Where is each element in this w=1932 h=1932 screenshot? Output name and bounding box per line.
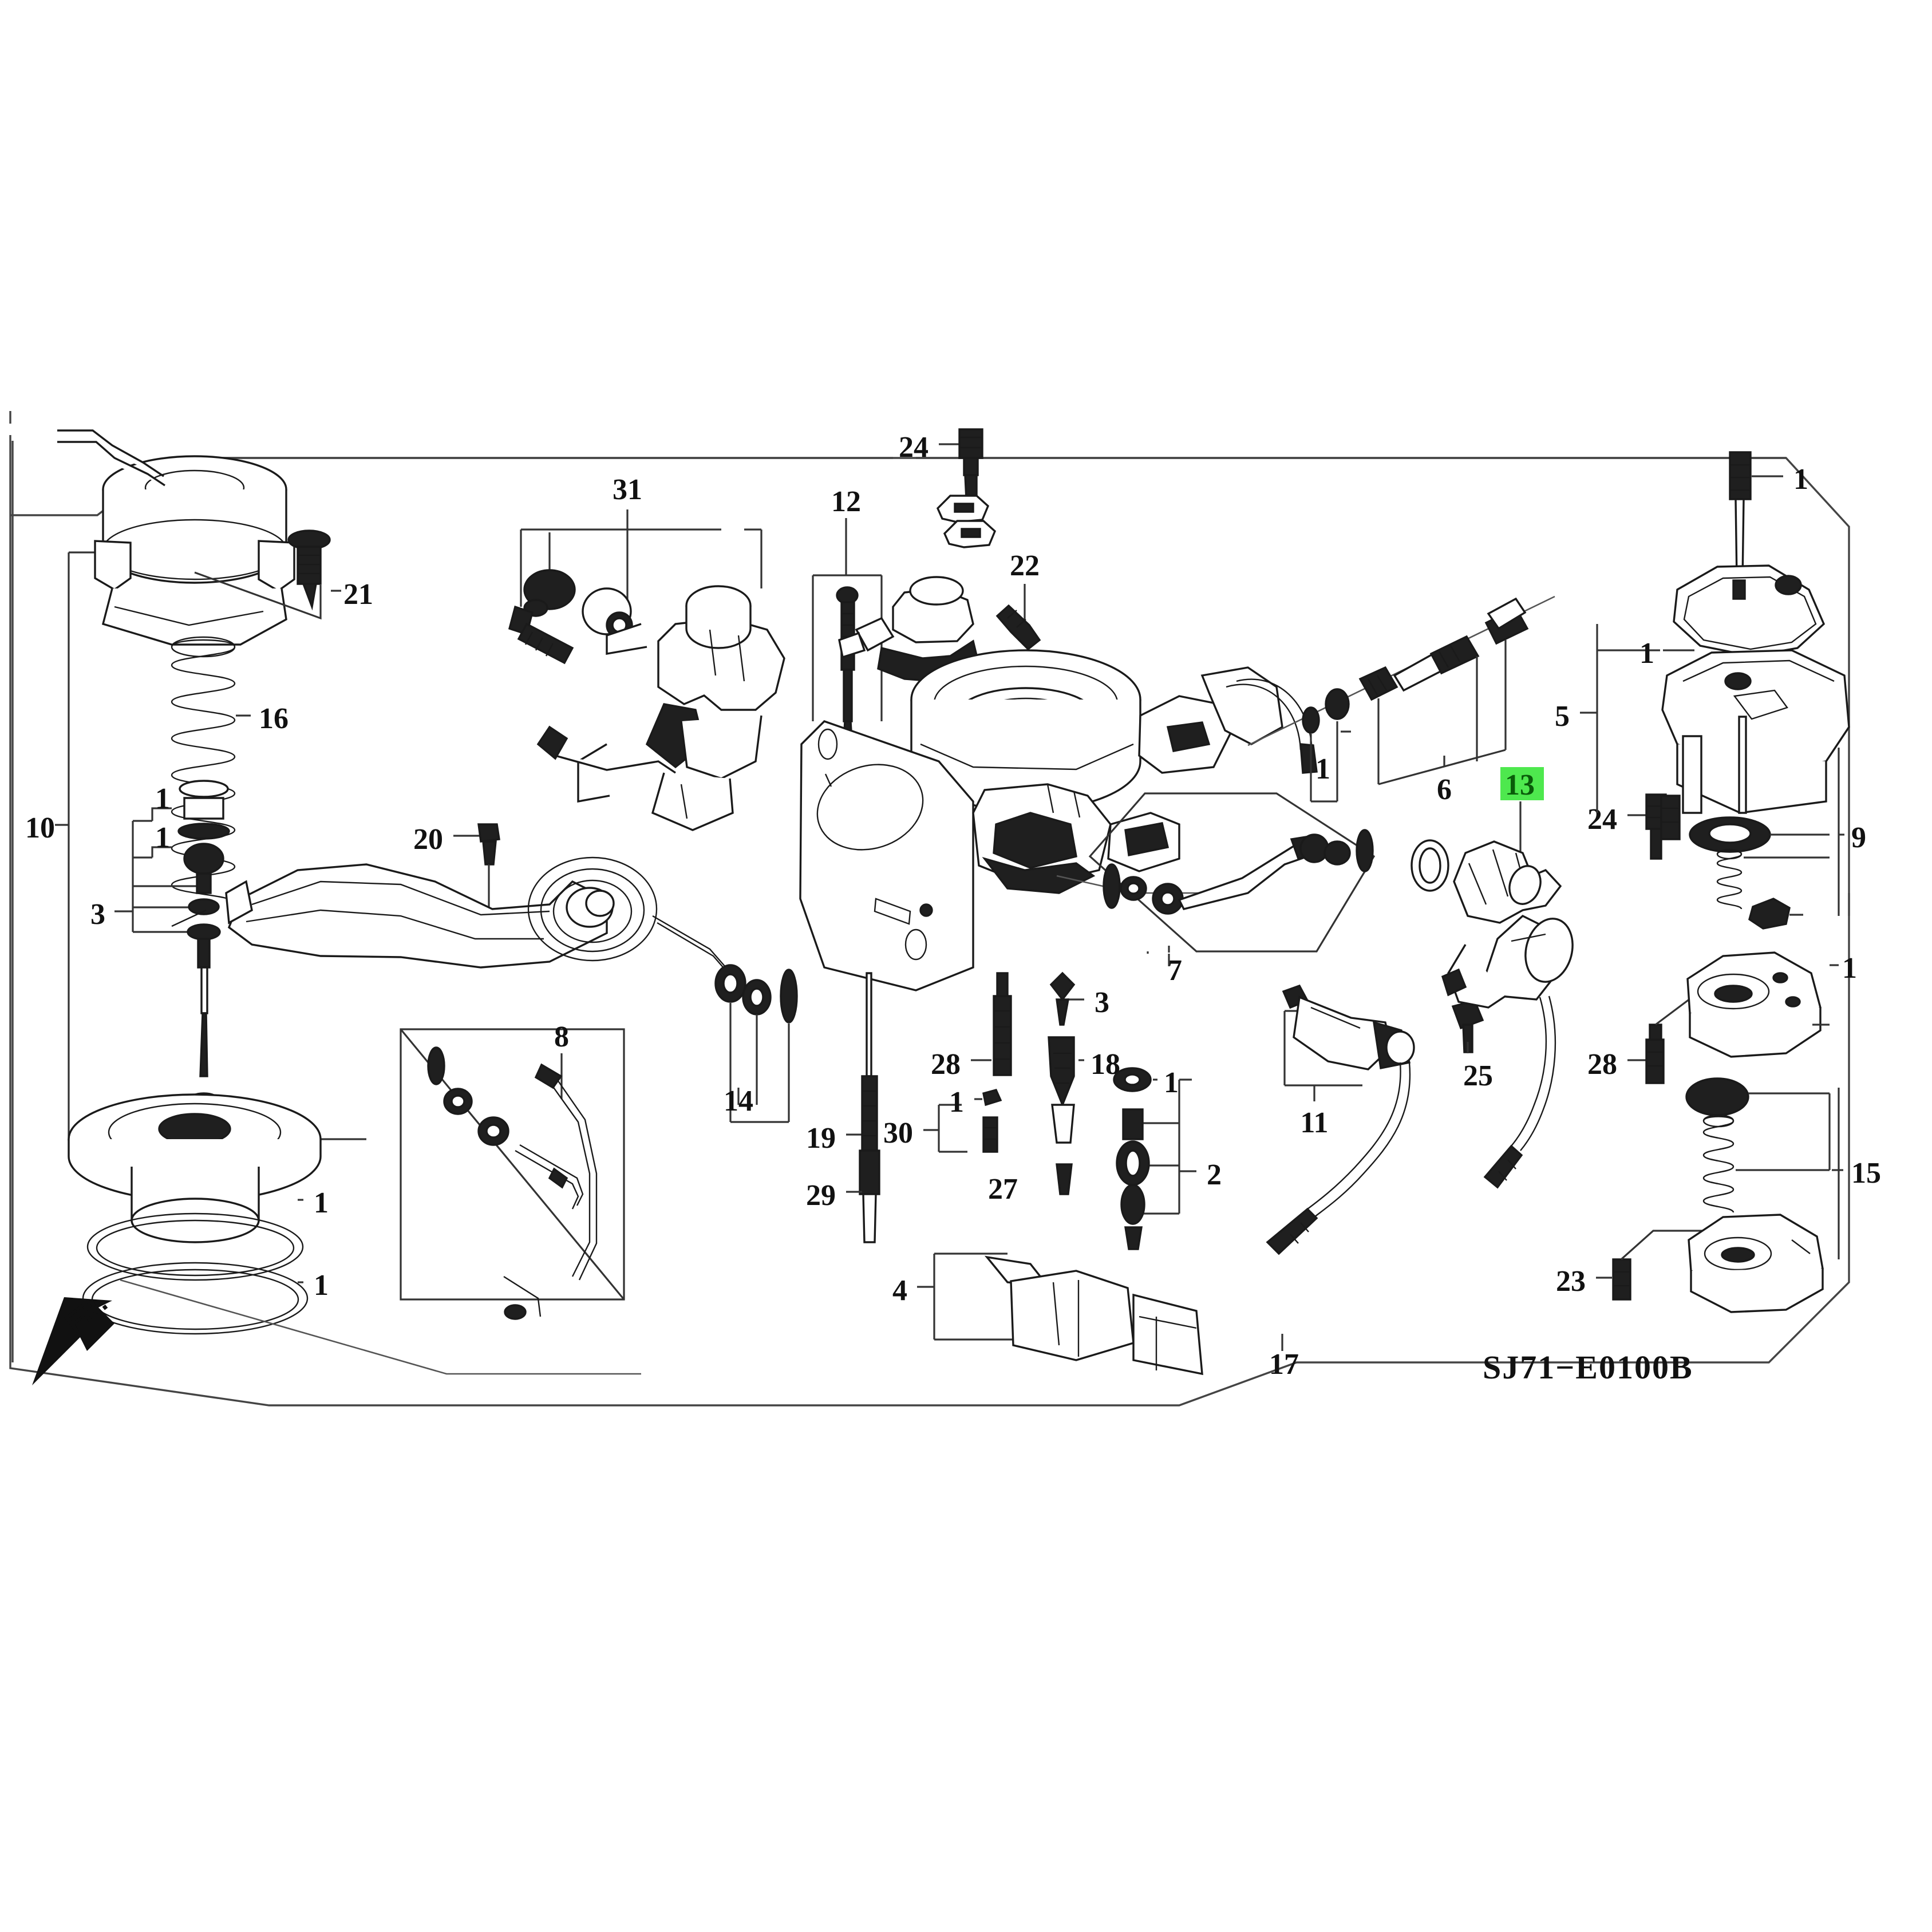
group-jets-center: 28 3 18 27 19 29 30 1 [806, 971, 1120, 1243]
group-choke-link-7: 7 [1088, 792, 1376, 987]
callout-28-center: 28 [931, 1048, 961, 1081]
callout-12: 12 [831, 485, 861, 518]
group-choke-body: 31 [508, 473, 785, 831]
callout-19: 19 [806, 1122, 836, 1155]
diagram-code-label: SJ71−E0100B [1483, 1349, 1693, 1386]
callout-8: 8 [554, 1021, 569, 1053]
callout-31: 31 [613, 473, 642, 506]
part-tapping-screw-21 [287, 530, 331, 611]
group-assembly-17: 17 [1269, 1334, 1299, 1381]
callout-1-b: 1 [155, 821, 170, 854]
diagram-frame [9, 411, 1850, 1406]
callout-15: 15 [1851, 1157, 1881, 1190]
group-air-cut-valve-13[interactable]: 13 [1411, 767, 1579, 1189]
callout-10: 10 [25, 812, 55, 844]
callout-9: 9 [1851, 821, 1866, 854]
callout-29: 29 [806, 1179, 836, 1212]
group-bolt-24-top: 24 [899, 428, 997, 548]
callout-30: 30 [883, 1117, 913, 1149]
part-choke-body-assembly [536, 585, 785, 831]
callout-27: 27 [988, 1173, 1018, 1206]
callout-1-d: 1 [314, 1269, 329, 1302]
callout-1-h: 1 [1639, 637, 1654, 670]
group-needle-set-6: 6 1 [1247, 595, 1555, 806]
callout-1-e: 1 [949, 1086, 964, 1119]
part-air-vent-seat [68, 1093, 322, 1335]
callout-24-top: 24 [899, 431, 929, 464]
callout-4: 4 [892, 1274, 907, 1307]
group-solenoid-11: 11 25 [1266, 984, 1493, 1255]
callout-6: 6 [1437, 773, 1452, 806]
callout-24-right: 24 [1587, 803, 1617, 836]
callout-1-c: 1 [314, 1187, 329, 1219]
callout-5: 5 [1555, 700, 1570, 733]
group-linkage-arm-20: 20 14 [171, 823, 798, 1123]
group-insulator-4: 4 [892, 1253, 1203, 1376]
highlight-box-13 [1500, 767, 1544, 800]
group-air-vent-assembly: 21 16 3 1 1 10 [25, 429, 641, 1385]
callout-25: 25 [1463, 1060, 1493, 1092]
callout-28-right: 28 [1587, 1048, 1617, 1081]
group-linkage-rod-set-8: 8 [400, 1021, 625, 1320]
group-float-chamber: 5 1 1 9 [1555, 451, 1881, 1313]
callout-20: 20 [413, 823, 443, 856]
part-carburetor-main-body [799, 576, 1318, 991]
part-float-valve-stack [177, 780, 230, 1108]
callout-1-g: 1 [1315, 753, 1330, 785]
callout-1-j: 1 [1842, 952, 1857, 985]
callout-3-left: 3 [90, 898, 105, 931]
callout-3-center: 3 [1095, 986, 1109, 1019]
callout-2: 2 [1207, 1159, 1222, 1191]
callout-21: 21 [343, 578, 373, 611]
callout-23: 23 [1556, 1265, 1586, 1298]
callout-22: 22 [1010, 550, 1040, 582]
callout-1-i: 1 [1793, 463, 1808, 496]
callout-13-highlighted[interactable]: 13 [1505, 769, 1535, 801]
callout-1-a: 1 [155, 783, 170, 815]
callout-16: 16 [259, 702, 289, 735]
callout-11: 11 [1300, 1107, 1328, 1139]
callout-1-f: 1 [1164, 1066, 1179, 1099]
callout-14: 14 [724, 1085, 753, 1117]
group-oring-set-2: 1 2 [1113, 1066, 1222, 1250]
callout-17: 17 [1269, 1348, 1299, 1381]
